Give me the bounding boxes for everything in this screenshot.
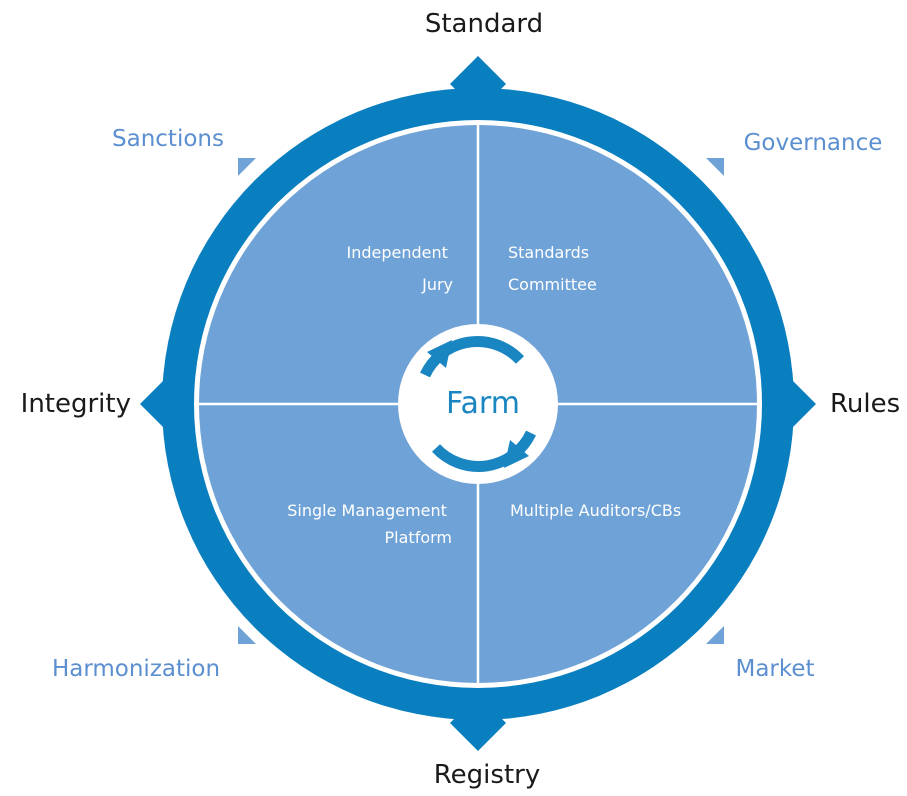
corner-label-bottom-left: Harmonization [52, 656, 220, 682]
compass-label-left: Integrity [21, 389, 131, 419]
quadrant-label-top-right: Standards Committee [508, 243, 597, 294]
cycle-arrowhead-bottom [504, 440, 529, 468]
corner-tick-bottom-right [706, 626, 724, 644]
corner-tick-top-right [706, 158, 724, 176]
corner-tick-bottom-left [238, 626, 256, 644]
compass-label-top: Standard [425, 9, 543, 39]
corner-label-top-right: Governance [744, 130, 883, 156]
quadrant-label-bottom-right: Multiple Auditors/CBs [510, 501, 681, 520]
center-hub-inner [416, 342, 540, 466]
quadrant-label-bottom-left: Single Management Platform [287, 501, 452, 547]
compass-label-right: Rules [830, 389, 900, 419]
corner-label-bottom-right: Market [735, 656, 814, 682]
cycle-arrows-icon [420, 336, 536, 472]
corner-tick-top-left [238, 158, 256, 176]
quadrant-label-top-left: Independent Jury [346, 243, 453, 294]
cycle-arrowhead-top [427, 340, 452, 368]
corner-label-top-left: Sanctions [112, 126, 224, 152]
center-label: Farm [446, 386, 520, 421]
compass-label-bottom: Registry [434, 760, 540, 790]
